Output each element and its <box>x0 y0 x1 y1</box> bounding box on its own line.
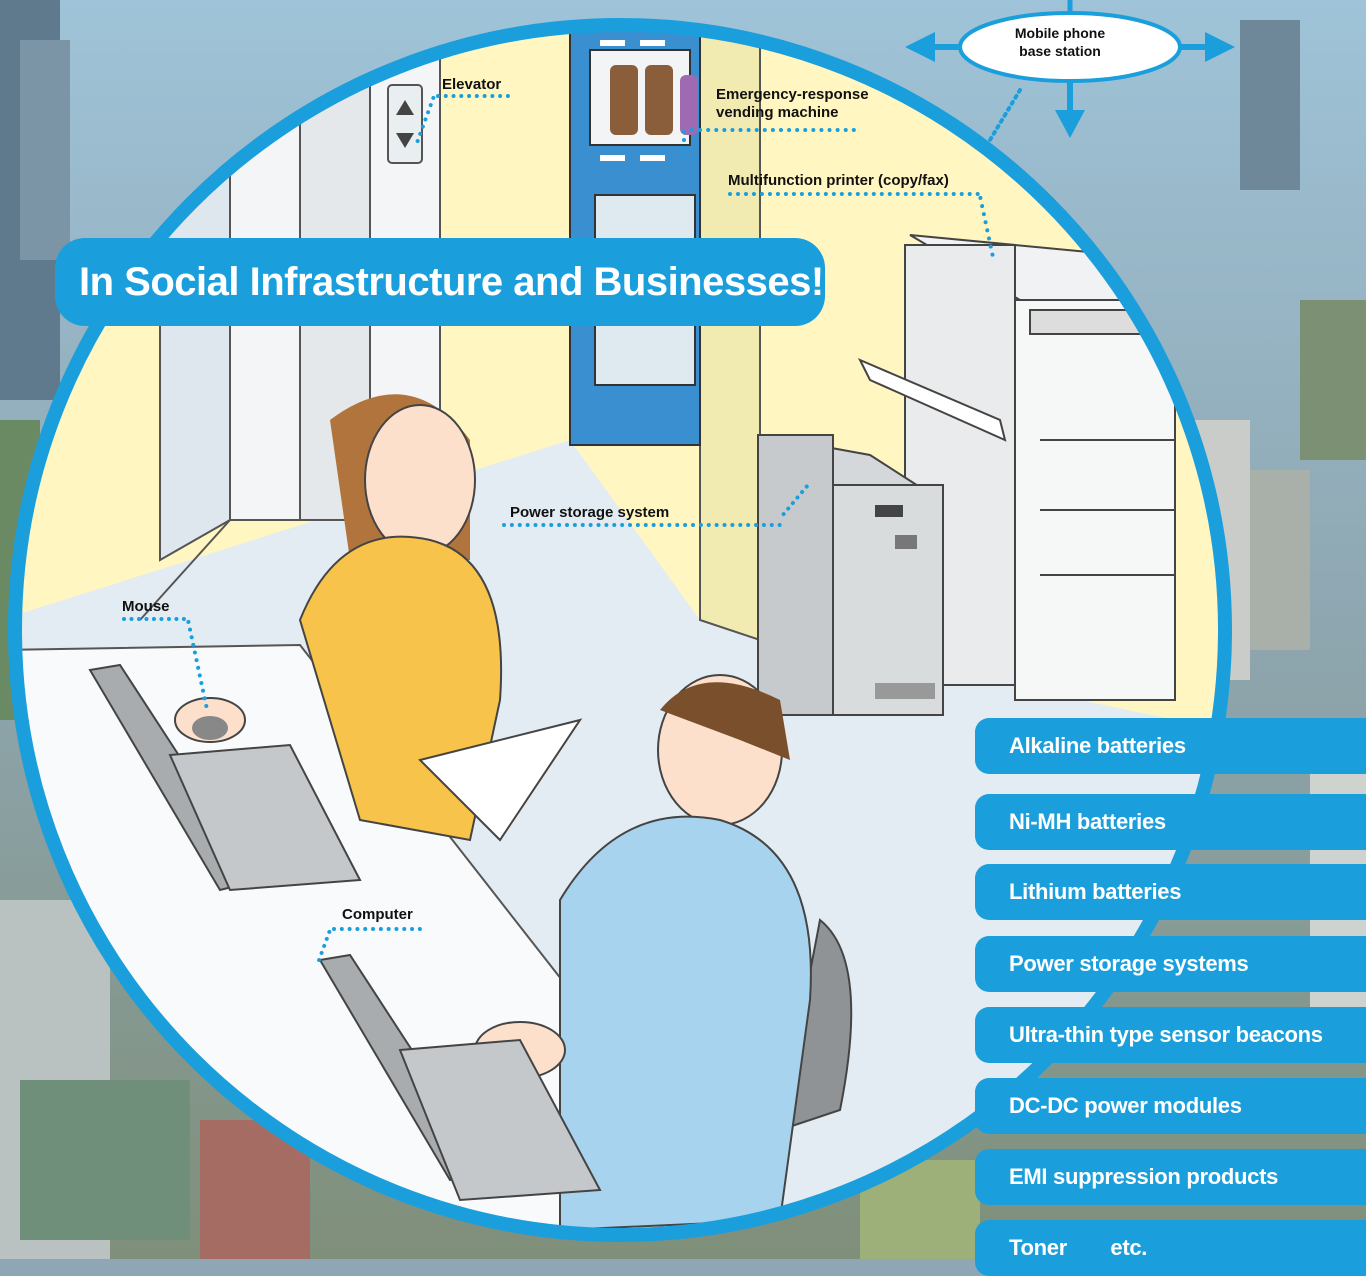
product-item: Ultra-thin type sensor beacons <box>975 1007 1366 1063</box>
computer-leader <box>332 927 422 931</box>
product-item: Lithium batteries <box>975 864 1366 920</box>
base-station-label-line2: base station <box>1019 43 1101 59</box>
printer-label: Multifunction printer (copy/fax) <box>728 172 949 189</box>
power-storage-label: Power storage system <box>510 504 670 521</box>
elevator-leader <box>436 94 510 98</box>
vending-machine-leader <box>690 128 856 132</box>
vending-machine-leader-vertical <box>682 130 686 158</box>
product-item: Ni-MH batteries <box>975 794 1366 850</box>
vending-machine-label-line2: vending machine <box>716 104 839 121</box>
mobile-base-station-label: Mobile phone base station <box>960 24 1160 60</box>
product-item: Alkaline batteries <box>975 718 1366 774</box>
product-item: Toner etc. <box>975 1220 1366 1276</box>
mouse-leader <box>122 617 186 621</box>
product-item: EMI suppression products <box>975 1149 1366 1205</box>
page-title: In Social Infrastructure and Businesses! <box>55 238 825 326</box>
vending-machine-label: Emergency-response vending machine <box>716 86 869 122</box>
computer-label: Computer <box>342 906 413 923</box>
mouse-label: Mouse <box>122 598 170 615</box>
power-storage-leader <box>502 523 782 527</box>
product-item: Power storage systems <box>975 936 1366 992</box>
elevator-label: Elevator <box>442 76 502 93</box>
vending-machine-label-line1: Emergency-response <box>716 86 869 103</box>
base-station-label-line1: Mobile phone <box>1014 25 1106 41</box>
product-item: DC-DC power modules <box>975 1078 1366 1134</box>
base-station-graphic <box>905 0 1235 142</box>
printer-leader <box>728 192 980 196</box>
